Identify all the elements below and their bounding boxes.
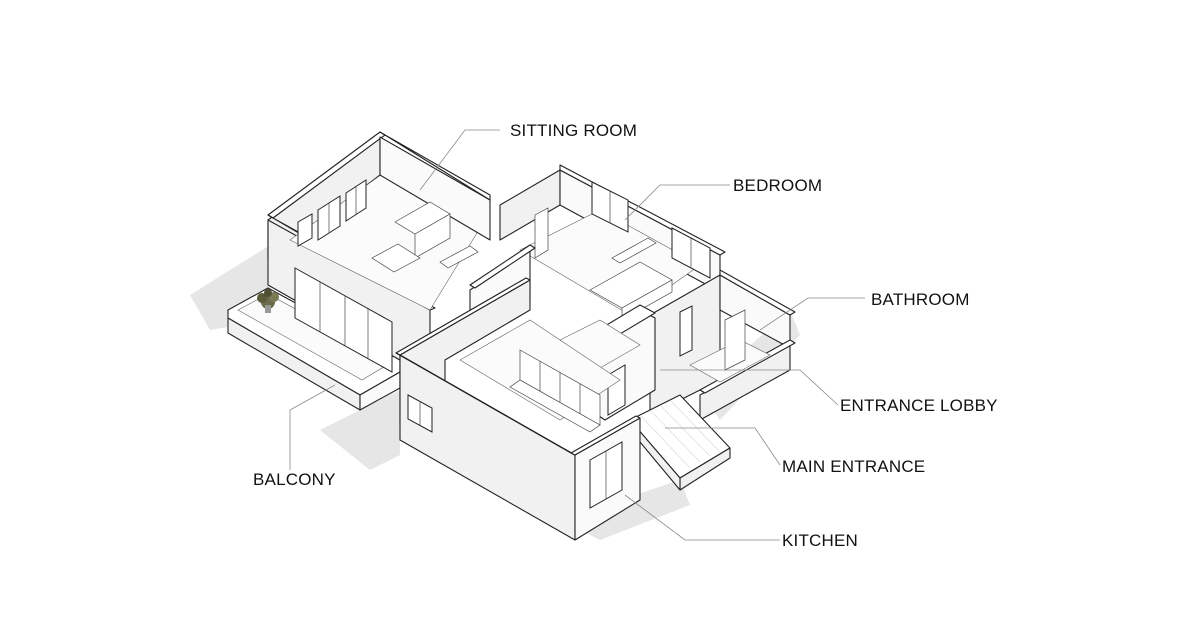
kitchen-side-windows xyxy=(589,441,623,509)
label-entrance-lobby: ENTRANCE LOBBY xyxy=(840,396,998,415)
leader-sitting-room xyxy=(419,129,500,191)
kitchen-facade-window xyxy=(407,394,433,433)
kitchen-cabinets xyxy=(509,349,601,433)
bedroom-windows xyxy=(591,181,711,279)
balcony-sliding-doors xyxy=(294,267,393,373)
room-labels: SITTING ROOM BEDROOM BATHROOM ENTRANCE L… xyxy=(253,121,998,550)
main-entrance-deck xyxy=(629,394,731,491)
kitchen-block xyxy=(395,244,641,541)
leader-bedroom xyxy=(624,184,730,221)
label-bedroom: BEDROOM xyxy=(733,176,822,195)
leader-lines xyxy=(289,129,865,541)
label-main-entrance: MAIN ENTRANCE xyxy=(782,457,925,476)
entrance-lobby-block xyxy=(559,304,656,421)
sitting-room-block xyxy=(267,131,491,373)
label-kitchen: KITCHEN xyxy=(782,531,858,550)
sitting-room-furniture xyxy=(371,201,479,273)
bedroom-block xyxy=(499,164,726,321)
label-balcony: BALCONY xyxy=(253,470,336,489)
leader-entrance-lobby xyxy=(660,369,839,406)
leader-kitchen xyxy=(624,494,780,541)
label-sitting-room: SITTING ROOM xyxy=(510,121,637,140)
bathroom-block xyxy=(649,269,796,421)
sitting-room-windows xyxy=(297,179,367,247)
plant-icon xyxy=(257,289,279,313)
leader-balcony xyxy=(289,384,336,470)
leader-main-entrance xyxy=(665,427,781,466)
leader-bathroom xyxy=(759,297,865,331)
balcony xyxy=(227,287,401,411)
label-bathroom: BATHROOM xyxy=(871,290,970,309)
